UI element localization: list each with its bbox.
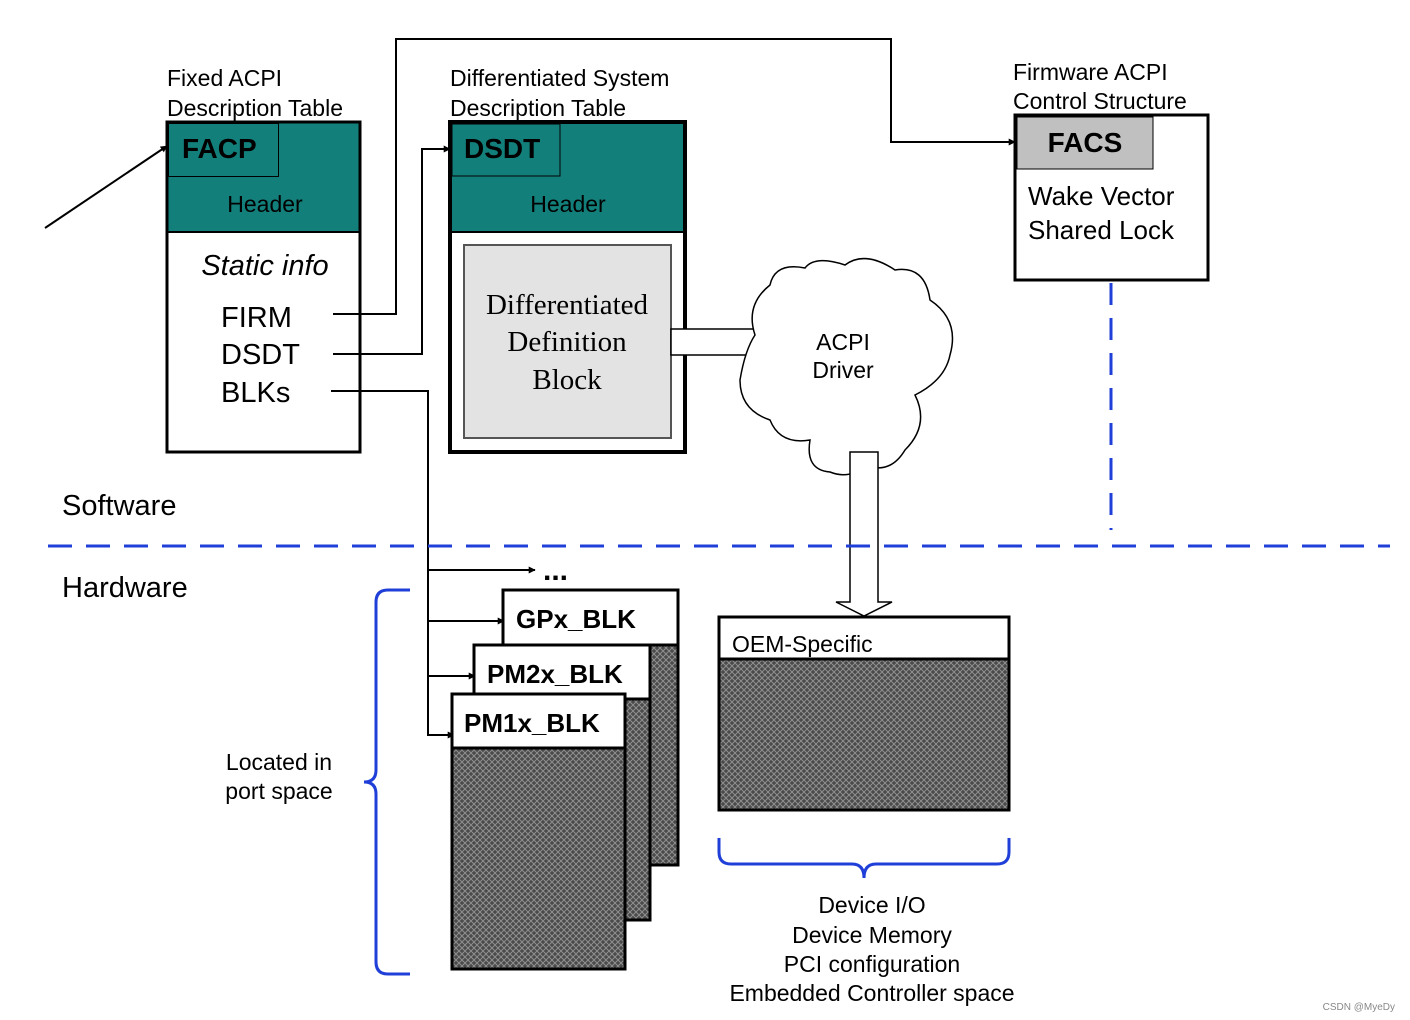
oem-space-brace	[717, 838, 1011, 879]
dsdt-header-label: Header	[530, 191, 606, 217]
dsdt-caption-line1: Differentiated System	[450, 65, 669, 91]
pm2x-label: PM2x_BLK	[487, 659, 623, 689]
port-space-brace	[363, 588, 410, 976]
facp-tag: FACP	[182, 133, 257, 164]
acpi-driver-cloud: ACPI Driver	[739, 257, 954, 476]
oem-space-device-memory: Device Memory	[792, 922, 952, 948]
facp-header-band	[168, 123, 359, 232]
driver-label-line2: Driver	[812, 357, 874, 383]
oem-space-device-io: Device I/O	[818, 892, 925, 918]
driver-label-line1: ACPI	[816, 329, 870, 355]
facp-field-blks: BLKs	[221, 377, 290, 409]
oem-title: OEM-Specific	[732, 631, 873, 657]
dsdt-header-band	[452, 124, 683, 231]
facs-caption-line1: Firmware ACPI	[1013, 59, 1168, 85]
pm1x-block: PM1x_BLK	[450, 692, 627, 971]
blks-to-pm1x-connector	[331, 390, 455, 739]
dsdt-table: Differentiated System Description Table …	[448, 65, 687, 454]
port-space-line2: port space	[225, 778, 332, 804]
dsdt-tag-box	[451, 123, 561, 177]
facs-shared-lock: Shared Lock	[1028, 215, 1175, 245]
port-space-line1: Located in	[226, 749, 332, 775]
oem-space-pci-configuration: PCI configuration	[784, 951, 960, 977]
more-blocks-ellipsis: ...	[543, 554, 568, 587]
facp-caption-line1: Fixed ACPI	[167, 65, 282, 91]
facs-wake-vector: Wake Vector	[1028, 181, 1175, 211]
facp-tag-box	[168, 123, 279, 177]
software-label: Software	[62, 490, 176, 522]
hardware-label: Hardware	[62, 572, 188, 604]
watermark: CSDN @MyeDy	[1323, 1002, 1395, 1013]
ddb-line2: Definition	[507, 326, 627, 358]
pm1x-label: PM1x_BLK	[464, 708, 600, 738]
facs-caption-line2: Control Structure	[1013, 88, 1187, 114]
oem-specific-block: OEM-Specific	[717, 615, 1011, 812]
driver-to-oem-arrow	[835, 451, 893, 617]
facp-header-label: Header	[227, 191, 303, 217]
facp-incoming-arrow	[44, 145, 168, 229]
facp-caption-line2: Description Table	[167, 95, 343, 121]
facp-field-firm: FIRM	[221, 302, 292, 334]
dsdt-pointer-connector	[333, 145, 451, 355]
facp-static-info: Static info	[201, 250, 328, 282]
facs-tag-box	[1016, 116, 1154, 170]
ddb-line1: Differentiated	[486, 289, 649, 321]
firm-to-facs-connector	[333, 38, 1016, 315]
oem-space-embedded-controller: Embedded Controller space	[729, 980, 1014, 1006]
facp-table: Fixed ACPI Description Table FACP Header…	[165, 65, 362, 454]
gpx-label: GPx_BLK	[516, 604, 636, 634]
dsdt-tag: DSDT	[464, 133, 540, 164]
facp-field-dsdt: DSDT	[221, 339, 300, 371]
ddb-line3: Block	[532, 364, 602, 396]
dsdt-caption-line2: Description Table	[450, 95, 626, 121]
facs-structure: Firmware ACPI Control Structure FACS Wak…	[1013, 59, 1210, 282]
facs-tag: FACS	[1048, 127, 1123, 158]
